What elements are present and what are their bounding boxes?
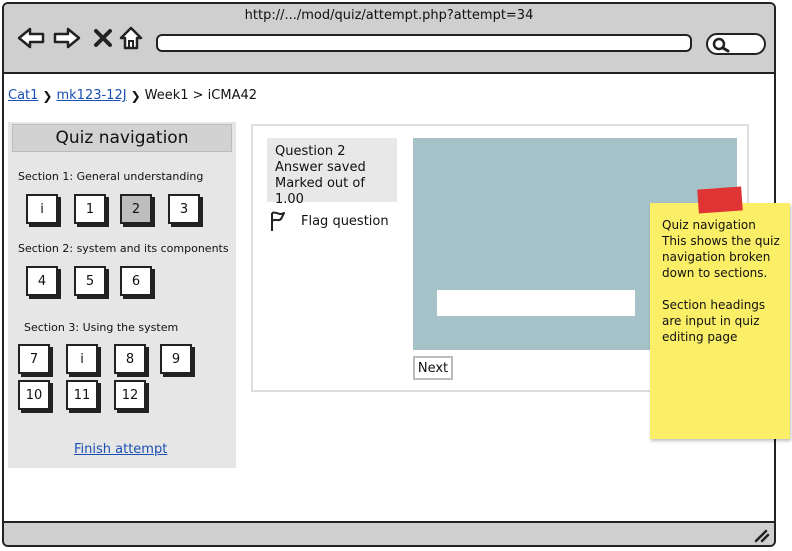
resize-grip-icon[interactable]	[752, 527, 770, 543]
stop-button[interactable]	[88, 24, 118, 52]
question-button-1[interactable]: 1	[74, 194, 106, 224]
flag-question-button[interactable]: Flag question	[267, 210, 389, 232]
back-button[interactable]	[16, 24, 46, 52]
arrow-left-icon	[17, 27, 45, 49]
question-status: Answer saved	[275, 160, 366, 175]
arrow-right-icon	[53, 27, 81, 49]
sticky-note: Quiz navigation This shows the quiz navi…	[650, 203, 790, 439]
question-button-info[interactable]: i	[66, 344, 98, 374]
question-button-7[interactable]: 7	[18, 344, 50, 374]
section-heading: Section 1: General understanding	[18, 170, 204, 183]
question-button-10[interactable]: 10	[18, 380, 50, 410]
question-button-3[interactable]: 3	[168, 194, 200, 224]
window-title-url: http://.../mod/quiz/attempt.php?attempt=…	[244, 8, 534, 23]
sticky-note-text: Quiz navigation This shows the quiz navi…	[662, 218, 780, 344]
address-bar[interactable]	[156, 34, 692, 52]
question-title: Question 2	[275, 144, 346, 159]
question-button-5[interactable]: 5	[74, 266, 106, 296]
chevron-right-icon: ❯	[130, 88, 141, 103]
question-button-12[interactable]: 12	[114, 380, 146, 410]
question-button-11[interactable]: 11	[66, 380, 98, 410]
question-button-2-current[interactable]: 2	[120, 194, 152, 224]
question-button-info[interactable]: i	[26, 194, 58, 224]
next-button[interactable]: Next	[413, 356, 453, 380]
tape-icon	[697, 186, 743, 214]
question-marks: Marked out of 1.00	[275, 176, 365, 207]
breadcrumb-current: Week1 > iCMA42	[144, 88, 258, 103]
search-box[interactable]	[706, 33, 766, 55]
quiz-navigation-title: Quiz navigation	[12, 124, 232, 152]
question-button-9[interactable]: 9	[160, 344, 192, 374]
browser-window: http://.../mod/quiz/attempt.php?attempt=…	[2, 2, 776, 547]
question-content-panel: Question 2 Answer saved Marked out of 1.…	[251, 124, 749, 392]
question-button-4[interactable]: 4	[26, 266, 58, 296]
flag-question-label: Flag question	[301, 213, 389, 229]
breadcrumb-link-course[interactable]: mk123-12J	[56, 88, 127, 103]
question-button-8[interactable]: 8	[114, 344, 146, 374]
status-bar	[4, 521, 774, 545]
finish-attempt-link[interactable]: Finish attempt	[74, 442, 168, 457]
flag-icon	[271, 211, 285, 231]
question-info-box: Question 2 Answer saved Marked out of 1.…	[267, 138, 397, 207]
question-button-6[interactable]: 6	[120, 266, 152, 296]
breadcrumb: Cat1 ❯ mk123-12J ❯ Week1 > iCMA42	[8, 88, 257, 103]
home-icon	[119, 26, 143, 50]
section-heading: Section 2: system and its components	[18, 242, 229, 255]
quiz-navigation-panel: Quiz navigation Section 1: General under…	[8, 122, 236, 468]
home-button[interactable]	[116, 24, 146, 52]
close-icon	[94, 29, 112, 47]
breadcrumb-link-cat1[interactable]: Cat1	[8, 88, 39, 103]
section-heading: Section 3: Using the system	[24, 321, 179, 334]
answer-input[interactable]	[437, 290, 635, 316]
forward-button[interactable]	[52, 24, 82, 52]
search-icon	[712, 37, 730, 53]
chevron-right-icon: ❯	[42, 88, 53, 103]
browser-toolbar: http://.../mod/quiz/attempt.php?attempt=…	[4, 4, 774, 74]
